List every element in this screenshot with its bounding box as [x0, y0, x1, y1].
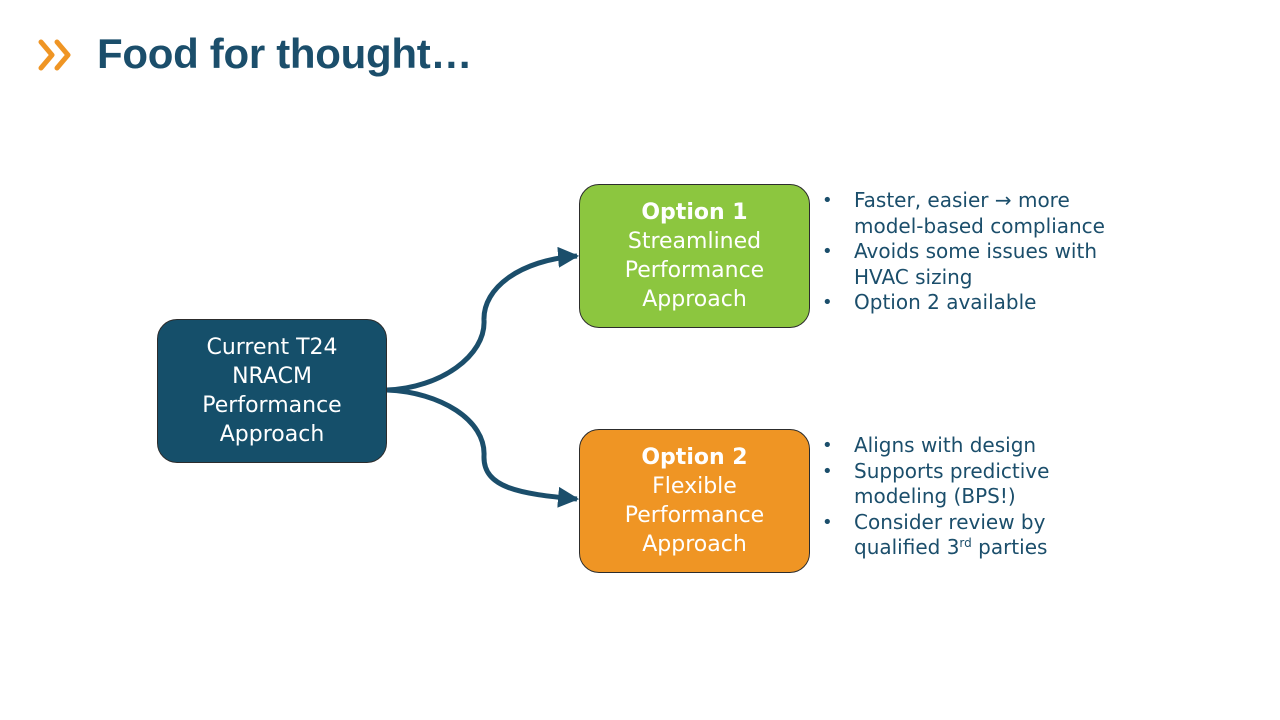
- bullet-text-suffix: parties: [971, 535, 1048, 559]
- list-item: • Aligns with design: [822, 433, 1049, 459]
- current-line-2: NRACM: [232, 364, 312, 389]
- bullet-text-prefix: qualified 3: [854, 535, 960, 559]
- list-item: • Supports predictive modeling (BPS!): [822, 459, 1049, 510]
- current-line-1: Current T24: [206, 335, 338, 360]
- bullet-text: Faster, easier → more: [854, 188, 1070, 212]
- current-line-4: Approach: [219, 422, 325, 447]
- option2-box: Option 2 Flexible Performance Approach: [579, 429, 810, 573]
- bullet-dot: •: [822, 435, 833, 456]
- bullet-text: Supports predictive: [854, 458, 1050, 483]
- option1-heading: Option 1: [641, 200, 748, 225]
- list-item: • Faster, easier → more model-based comp…: [822, 188, 1105, 239]
- bullet-dot: •: [822, 292, 833, 313]
- current-approach-box: Current T24 NRACM Performance Approach: [157, 319, 387, 463]
- bullet-dot: •: [822, 241, 833, 262]
- bullet-dot: •: [822, 511, 833, 533]
- list-item: • Option 2 available: [822, 290, 1105, 316]
- bullet-text: Consider review by: [854, 509, 1046, 534]
- option2-line-2: Performance: [624, 503, 765, 528]
- option2-line-1: Flexible: [652, 474, 737, 499]
- arrow-to-option1: [386, 246, 580, 393]
- option1-line-1: Streamlined: [627, 229, 762, 254]
- current-line-3: Performance: [202, 393, 342, 418]
- list-item: • Avoids some issues with HVAC sizing: [822, 239, 1105, 290]
- double-chevron-icon: [38, 39, 71, 71]
- option2-heading: Option 2: [641, 445, 748, 470]
- bullet-text: Avoids some issues with: [854, 239, 1097, 263]
- bullet-text: qualified 3rd parties: [854, 535, 1049, 561]
- page-title: Food for thought…: [97, 30, 473, 77]
- bullet-text: Aligns with design: [854, 433, 1037, 457]
- superscript: rd: [959, 536, 972, 550]
- bullet-text: Option 2 available: [854, 290, 1037, 314]
- option1-line-2: Performance: [624, 258, 765, 283]
- option2-line-3: Approach: [642, 532, 747, 557]
- list-item: • Consider review by qualified 3rd parti…: [822, 510, 1049, 561]
- bullet-text: model-based compliance: [854, 213, 1105, 238]
- option1-line-3: Approach: [642, 287, 747, 312]
- option2-bullet-list: • Aligns with design • Supports predicti…: [822, 433, 1049, 561]
- bullet-dot: •: [822, 460, 833, 482]
- bullet-text: modeling (BPS!): [854, 484, 1016, 508]
- bullet-text: HVAC sizing: [854, 264, 973, 289]
- bullet-dot: •: [822, 190, 833, 211]
- option1-box: Option 1 Streamlined Performance Approac…: [579, 184, 810, 328]
- arrow-to-option2: [386, 387, 580, 508]
- option1-bullet-list: • Faster, easier → more model-based comp…: [822, 188, 1105, 316]
